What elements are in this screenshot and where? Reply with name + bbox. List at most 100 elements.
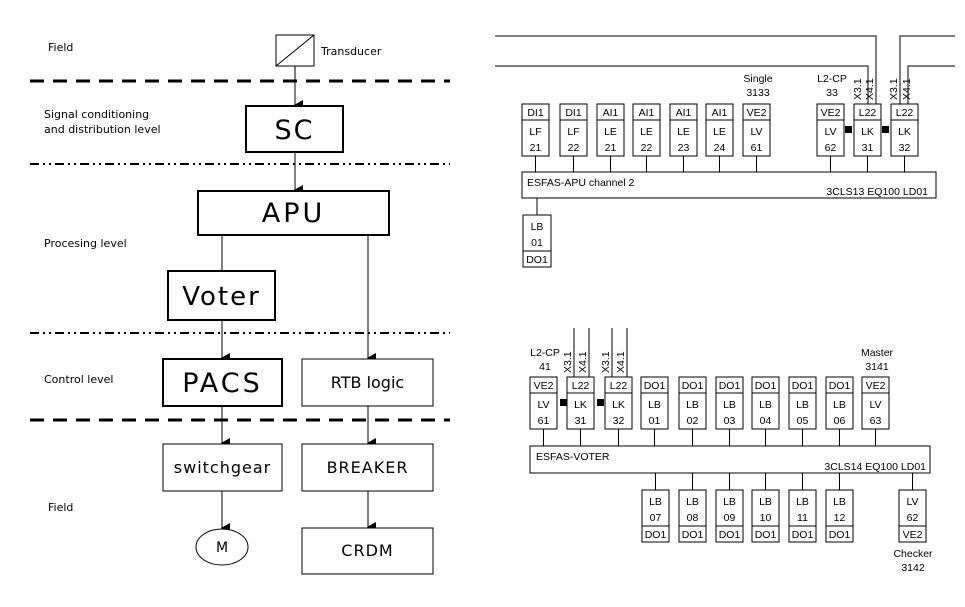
- module-code: LF: [567, 126, 579, 138]
- voter-module-frame: [825, 376, 854, 430]
- module-number: 61: [538, 415, 550, 427]
- crdm-block: [301, 527, 434, 575]
- connector-square: [845, 126, 852, 133]
- zone-field-top: Field: [48, 41, 73, 54]
- pacs-label: PACS: [182, 368, 263, 399]
- voter-output-module-frame: [788, 489, 817, 543]
- module-code: LK: [574, 399, 587, 411]
- voter-output-module-frame: [898, 489, 927, 543]
- voter-bus-bar: [529, 445, 931, 474]
- transducer-label: Transducer: [320, 45, 382, 58]
- breaker-label: BREAKER: [327, 458, 409, 477]
- module-type: DO1: [682, 380, 704, 392]
- connector-label: X4.1: [577, 351, 589, 373]
- breaker-block: [301, 443, 434, 492]
- module-code: LE: [604, 126, 617, 138]
- module-code: LE: [713, 126, 726, 138]
- rtb-logic-block: [301, 358, 434, 407]
- apu-output-module-frame: [522, 214, 552, 268]
- link-line: [899, 35, 955, 104]
- module-number: 23: [678, 142, 690, 154]
- module-code: LB: [648, 399, 661, 411]
- module-code: LB: [531, 221, 544, 233]
- module-type: DO1: [829, 380, 851, 392]
- sc-label: SC: [275, 115, 315, 146]
- module-number: 11: [797, 512, 808, 524]
- connector-label: X3.1: [852, 78, 864, 100]
- module-number: 62: [825, 142, 837, 154]
- apu-bus-id: 3CLS13 EQ100 LD01: [826, 186, 928, 198]
- module-code: LK: [612, 399, 625, 411]
- module-type: DO1: [644, 380, 666, 392]
- zone-processing: Procesing level: [44, 237, 127, 250]
- apu-module-frame: [632, 103, 661, 157]
- module-type: DO1: [755, 380, 777, 392]
- voter-output-module-frame: [825, 489, 854, 543]
- apu-module-frame: [742, 103, 771, 157]
- voter-output-row: LB07DO1LB08DO1LB09DO1LB10DO1LB11DO1LB12D…: [641, 473, 927, 543]
- crdm-label: CRDM: [341, 541, 393, 560]
- apu-module-frame: [853, 103, 882, 157]
- connector-label: X4.1: [615, 351, 627, 373]
- module-number: 31: [862, 142, 874, 154]
- module-code: LB: [759, 496, 772, 508]
- module-type: VE2: [534, 380, 554, 392]
- module-code: LB: [686, 496, 699, 508]
- module-type: DO1: [829, 529, 851, 541]
- module-type: VE2: [747, 107, 767, 119]
- esfas-apu-panel: Single 3133 L2-CP 33 X3.1 X4.1 X3.1 X4.1…: [495, 35, 955, 268]
- motor-label: M: [216, 540, 228, 556]
- module-type: AI1: [712, 107, 728, 119]
- link-line: [495, 35, 877, 104]
- voter-output-module-frame: [715, 489, 744, 543]
- connector-label: X4.1: [864, 78, 876, 100]
- rtb-logic-label: RTB logic: [331, 373, 404, 392]
- module-type: L22: [610, 380, 628, 392]
- voter-module-frame: [678, 376, 707, 430]
- module-number: 32: [899, 142, 911, 154]
- module-number: 04: [760, 415, 772, 427]
- module-code: LB: [796, 496, 809, 508]
- module-type: DO1: [719, 380, 741, 392]
- module-number: 24: [714, 142, 726, 154]
- module-number: 01: [649, 415, 661, 427]
- module-type: DO1: [526, 254, 548, 266]
- voter-output-module-frame: [678, 489, 707, 543]
- apu-module-frame: [559, 103, 588, 157]
- module-type: AI1: [639, 107, 655, 119]
- voter-bus-label: ESFAS-VOTER: [536, 451, 610, 463]
- level-diagram: Field Signal conditioning and distributi…: [30, 34, 450, 575]
- module-number: 32: [613, 415, 625, 427]
- connector-label: X4.1: [901, 78, 913, 100]
- voter-module-frame: [715, 376, 744, 430]
- voter-module-frame: [788, 376, 817, 430]
- module-type: DO1: [719, 529, 741, 541]
- l2cp-label: L2-CP: [817, 73, 847, 85]
- apu-block: [197, 190, 390, 236]
- master-label: Master: [861, 347, 894, 359]
- esfas-voter-panel: X3.1 X4.1 X3.1 X4.1 L2-CP 41 Master 3141…: [529, 328, 933, 574]
- module-type: L22: [859, 107, 877, 119]
- module-type: DO1: [755, 529, 777, 541]
